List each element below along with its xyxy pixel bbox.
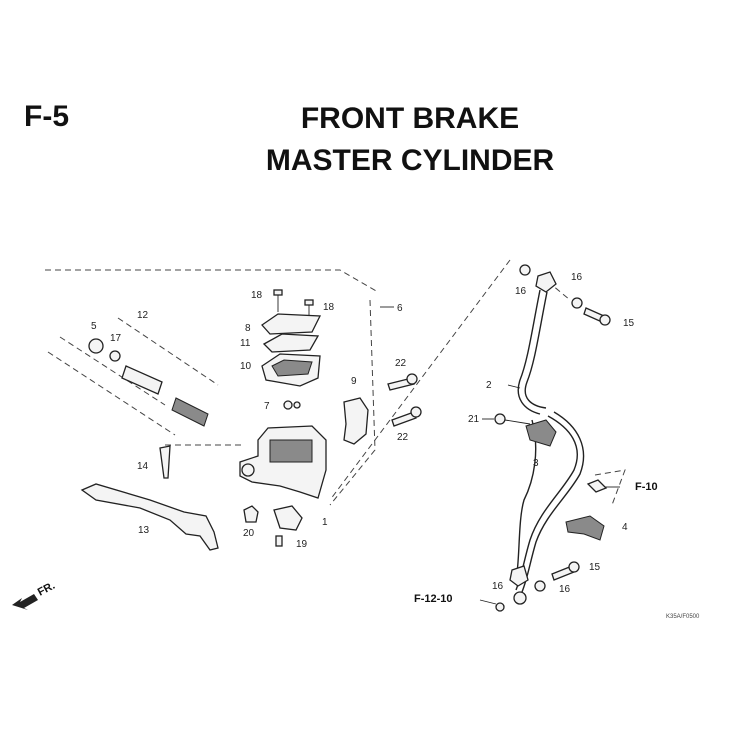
callout-label: 16: [571, 272, 583, 283]
master-cylinder-holder: [343, 397, 369, 445]
brake-hose-upper: [517, 289, 548, 415]
page-title-line1: FRONT BRAKE: [300, 102, 520, 135]
callout-label: 15: [589, 562, 601, 573]
sealing-washer: [513, 591, 527, 605]
callout-label: 9: [351, 376, 357, 387]
callout-label: 11: [240, 338, 251, 349]
banjo-bolt: [391, 406, 422, 427]
callout-label: 6: [397, 303, 403, 314]
callout-label: 17: [110, 333, 122, 344]
banjo-bolt: [387, 373, 418, 391]
callout-label: 1: [322, 517, 328, 528]
stop-switch-screw: [275, 535, 283, 547]
callout-label: 13: [138, 525, 150, 536]
front-direction-arrow: FR.: [12, 580, 57, 610]
callout-label: 18: [251, 290, 263, 301]
callout-label: 7: [264, 401, 270, 412]
hose-bolt: [583, 307, 611, 326]
callout-label: 10: [240, 361, 252, 372]
guide-screw: [586, 479, 608, 493]
hose-guide: [565, 515, 605, 541]
callout-label: 22: [395, 358, 407, 369]
callout-label: 22: [397, 432, 409, 443]
svg-text:FR.: FR.: [36, 580, 57, 599]
diagram-code: K35A/F0500: [666, 614, 700, 620]
switch-nut: [243, 505, 259, 523]
callout-label: 14: [137, 461, 149, 472]
callout-label: 3: [533, 458, 539, 469]
hose-banjo-fitting: [535, 271, 557, 293]
callout-label: 19: [296, 539, 308, 550]
hose-clamp: [525, 419, 557, 447]
reservoir-float: [283, 400, 301, 410]
page-title-line2: MASTER CYLINDER: [265, 144, 555, 177]
callout-label: 21: [468, 414, 480, 425]
sealing-washer: [534, 580, 546, 592]
brake-lever: [80, 483, 219, 551]
sealing-washer: [519, 264, 531, 276]
callout-label: 16: [515, 286, 527, 297]
section-reference[interactable]: F-12-10: [414, 593, 453, 605]
brake-hose-lower: [515, 411, 585, 593]
sealing-washer: [495, 602, 505, 612]
reservoir-cap: [261, 313, 322, 335]
callout-label: 16: [559, 584, 571, 595]
callout-label: 18: [323, 302, 335, 313]
callout-label: 5: [91, 321, 97, 332]
diaphragm-plate: [262, 333, 320, 353]
leader-lines: [380, 306, 620, 605]
callout-label: 12: [137, 310, 149, 321]
callout-label: 8: [245, 323, 251, 334]
master-cylinder-body: [239, 425, 327, 499]
cap-screw: [273, 289, 283, 312]
hose-bolt: [551, 561, 580, 581]
callout-label: 4: [622, 522, 628, 533]
callout-label: 20: [243, 528, 255, 539]
hose-clamp-bolt: [494, 413, 531, 425]
sealing-washer: [571, 297, 583, 309]
callout-label: 2: [486, 380, 492, 391]
callout-label: 15: [623, 318, 635, 329]
piston-set: [88, 338, 209, 427]
section-reference[interactable]: F-10: [635, 481, 658, 493]
section-code: F-5: [24, 100, 69, 133]
assembly-guide-lines: [45, 259, 626, 506]
hose-lower-fitting: [509, 565, 529, 587]
bracket: [273, 505, 303, 531]
lever-pivot-bolt: [159, 445, 171, 479]
callout-label: 16: [492, 581, 504, 592]
